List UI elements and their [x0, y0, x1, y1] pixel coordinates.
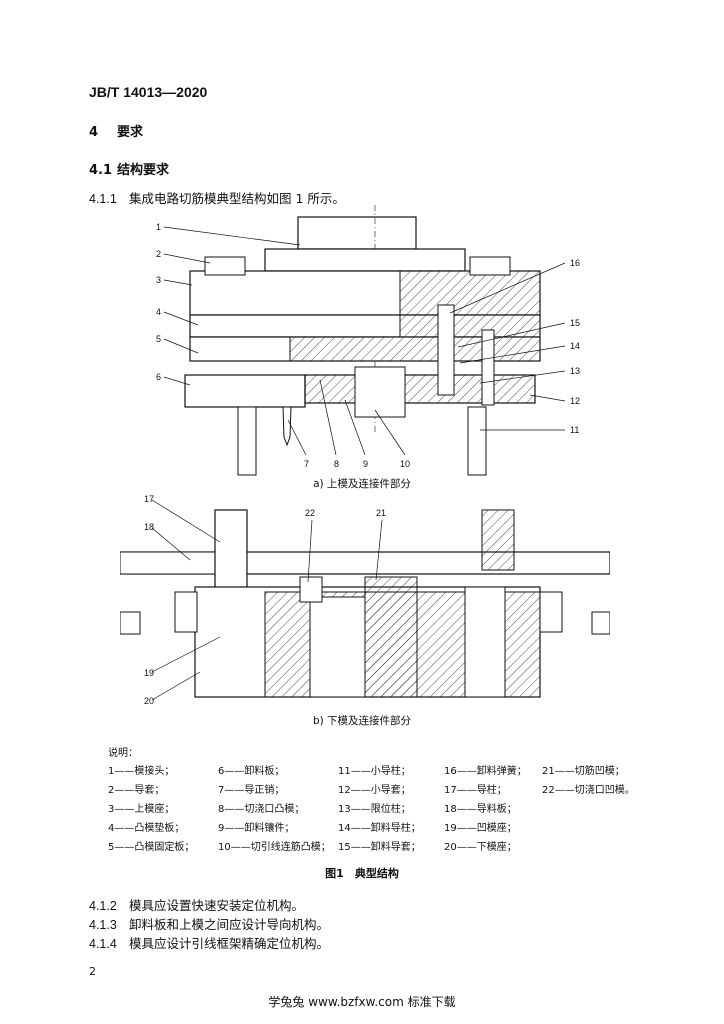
label-19: 19: [144, 668, 154, 678]
legend-item: 21——切筋凹模；: [542, 766, 625, 777]
clause-text: 卸料板和上模之间应设计导向机构。: [129, 917, 330, 932]
clause-4-1-3: 4.1.3 卸料板和上模之间应设计导向机构。: [89, 914, 329, 933]
legend-item: 18——导料板；: [444, 804, 517, 815]
legend-item: 9——卸料镶件；: [218, 823, 295, 834]
label-9: 9: [363, 459, 368, 469]
legend-item: 16——卸料弹簧；: [444, 766, 527, 777]
section-number: 4.1: [89, 163, 113, 178]
clause-number: 4.1.3: [89, 918, 117, 932]
legend-item: 20——下模座；: [444, 842, 517, 853]
clause-number: 4.1.1: [89, 192, 117, 206]
label-10: 10: [400, 459, 410, 469]
figure-upper-die: 1 2 3 4 5 6 7 8 9 10 11 12 13 14 15 16: [156, 205, 580, 476]
legend-item: 3——上模座；: [108, 804, 175, 815]
label-18: 18: [144, 522, 154, 532]
label-16: 16: [570, 258, 580, 268]
figure-b-caption: b) 下模及连接件部分: [312, 715, 412, 727]
label-4: 4: [156, 307, 161, 317]
clause-number: 4.1.4: [89, 937, 117, 951]
figure-caption: 图1 典型结构: [325, 867, 399, 880]
label-12: 12: [570, 396, 580, 406]
clause-4-1-2: 4.1.2 模具应设置快速安装定位机构。: [89, 895, 304, 914]
legend-item: 11——小导柱；: [338, 766, 411, 777]
section-heading-4-1: 4.1 结构要求: [89, 159, 169, 178]
label-20: 20: [144, 696, 154, 706]
clause-4-1-4: 4.1.4 模具应设计引线框架精确定位机构。: [89, 933, 329, 952]
label-8: 8: [334, 459, 339, 469]
clause-text: 集成电路切筋模典型结构如图 1 所示。: [129, 191, 345, 206]
legend-item: 4——凸模垫板；: [108, 823, 185, 834]
legend-row: 5——凸模固定板； 10——切引线连筋凸模； 15——卸料导套； 20——下模座…: [108, 838, 668, 857]
label-11: 11: [570, 425, 579, 435]
legend-title: 说明：: [108, 748, 138, 759]
label-6: 6: [156, 372, 161, 382]
label-14: 14: [570, 341, 580, 351]
clause-number: 4.1.2: [89, 899, 117, 913]
legend-item: 12——小导套；: [338, 785, 411, 796]
legend-item: 19——凹模座；: [444, 823, 517, 834]
label-7: 7: [304, 459, 309, 469]
label-5: 5: [156, 334, 161, 344]
legend-item: 7——导正销；: [218, 785, 285, 796]
label-1: 1: [156, 222, 161, 232]
section-number: 4: [89, 125, 99, 140]
legend-item: 1——模接头；: [108, 766, 175, 777]
legend-row: 1——模接头； 6——卸料板； 11——小导柱； 16——卸料弹簧； 21——切…: [108, 762, 668, 781]
legend-item: 10——切引线连筋凸模；: [218, 842, 331, 853]
section-title: 要求: [117, 125, 144, 140]
site-footer[interactable]: 学兔兔 www.bzfxw.com 标准下载: [268, 995, 456, 1009]
legend-item: 13——限位柱；: [338, 804, 411, 815]
legend-item: 15——卸料导套；: [338, 842, 421, 853]
label-17: 17: [144, 494, 154, 504]
page-number: 2: [89, 965, 96, 978]
section-heading-4: 4 要求: [89, 121, 143, 140]
legend-item: 17——导柱；: [444, 785, 507, 796]
label-2: 2: [156, 249, 161, 259]
legend-item: 22——切浇口凹模。: [542, 785, 635, 796]
label-15: 15: [570, 318, 580, 328]
figure-a-caption: a) 上模及连接件部分: [313, 478, 411, 490]
legend-item: 6——卸料板；: [218, 766, 285, 777]
label-22: 22: [305, 508, 315, 518]
legend-item: 14——卸料导柱；: [338, 823, 421, 834]
legend-row: 2——导套； 7——导正销； 12——小导套； 17——导柱； 22——切浇口凹…: [108, 781, 668, 800]
clause-text: 模具应设计引线框架精确定位机构。: [129, 936, 330, 951]
legend-row: 3——上模座； 8——切浇口凸模； 13——限位柱； 18——导料板；: [108, 800, 668, 819]
legend-item: 2——导套；: [108, 785, 165, 796]
figure-lower-die: 17 18 19 20 21 22: [120, 494, 610, 706]
legend-item: 5——凸模固定板；: [108, 842, 195, 853]
label-3: 3: [156, 275, 161, 285]
legend: 1——模接头； 6——卸料板； 11——小导柱； 16——卸料弹簧； 21——切…: [108, 762, 668, 857]
legend-item: 8——切浇口凸模；: [218, 804, 305, 815]
label-21: 21: [376, 508, 386, 518]
clause-text: 模具应设置快速安装定位机构。: [129, 898, 305, 913]
section-title: 结构要求: [117, 163, 170, 178]
legend-row: 4——凸模垫板； 9——卸料镶件； 14——卸料导柱； 19——凹模座；: [108, 819, 668, 838]
standard-number: JB/T 14013—2020: [89, 84, 208, 100]
clause-4-1-1: 4.1.1 集成电路切筋模典型结构如图 1 所示。: [89, 188, 345, 207]
label-13: 13: [570, 366, 580, 376]
